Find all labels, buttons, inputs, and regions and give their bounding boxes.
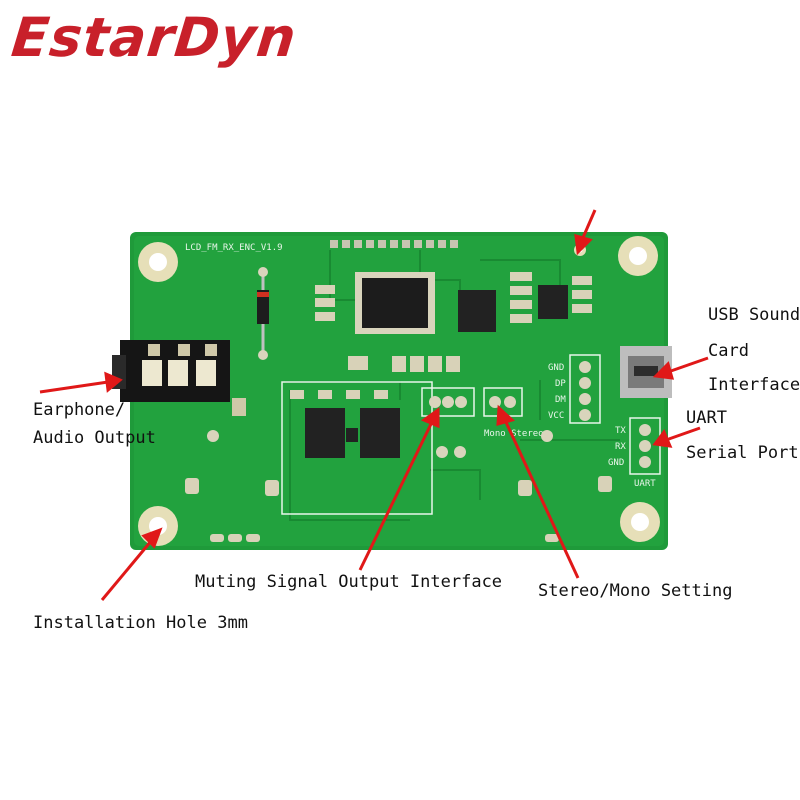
mounting-hole-top-left [138,242,178,282]
label-stereo: Stereo/Mono Setting [538,581,733,601]
label-usb-line1: USB Sound [708,305,800,325]
label-earphone-line1: Earphone/ [33,400,126,420]
amp-chip-right [360,408,400,458]
pin-label-dm: DM [555,395,566,405]
ic-chip [538,285,568,319]
amp-chip-left [305,408,345,458]
annotation-arrows [39,209,709,601]
label-usb-line3: Interface [708,375,800,395]
mounting-hole-bottom-left [138,506,178,546]
pin-label-dp: DP [555,379,566,389]
muting-header [421,387,475,417]
uart-header: TX RX GND UART [608,417,661,489]
arrow-stereo [496,404,580,579]
audio-jack [112,340,246,416]
usb-pin-header: GND DP DM VCC [548,354,601,424]
stereo-mono-tag: Mono Stereo [484,429,544,439]
label-usb-line2: Card [708,341,749,361]
label-uart-line1: UART [686,408,727,428]
arrow-muting [358,407,440,571]
uart-pin-gnd: GND [608,458,624,468]
top-header-pads [330,240,458,248]
label-install: Installation Hole 3mm [33,613,248,633]
mounting-hole-top-right [618,236,658,276]
pin-label-vcc: VCC [548,411,564,421]
label-uart-line2: Serial Port [686,443,799,463]
arrow-earphone [39,371,123,394]
smd-resistors [185,272,612,542]
arrow-usb [652,356,709,380]
arrow-top-hole [574,209,597,256]
uart-pin-rx: RX [615,442,626,452]
arrow-uart [652,426,701,448]
pcb-board: LCD_FM_RX_ENC_V1.9 [112,232,672,550]
uart-tag: UART [634,479,656,489]
uart-pin-tx: TX [615,426,626,436]
diode [257,267,269,360]
pin-label-gnd: GND [548,363,564,373]
arrow-install [100,527,163,601]
label-muting: Muting Signal Output Interface [195,572,503,592]
ic-chip [458,290,496,332]
mounting-hole-bottom-right [620,502,660,542]
board-silkscreen-title: LCD_FM_RX_ENC_V1.9 [185,243,283,253]
label-earphone-line2: Audio Output [33,428,156,448]
mcu-chip [355,272,435,334]
